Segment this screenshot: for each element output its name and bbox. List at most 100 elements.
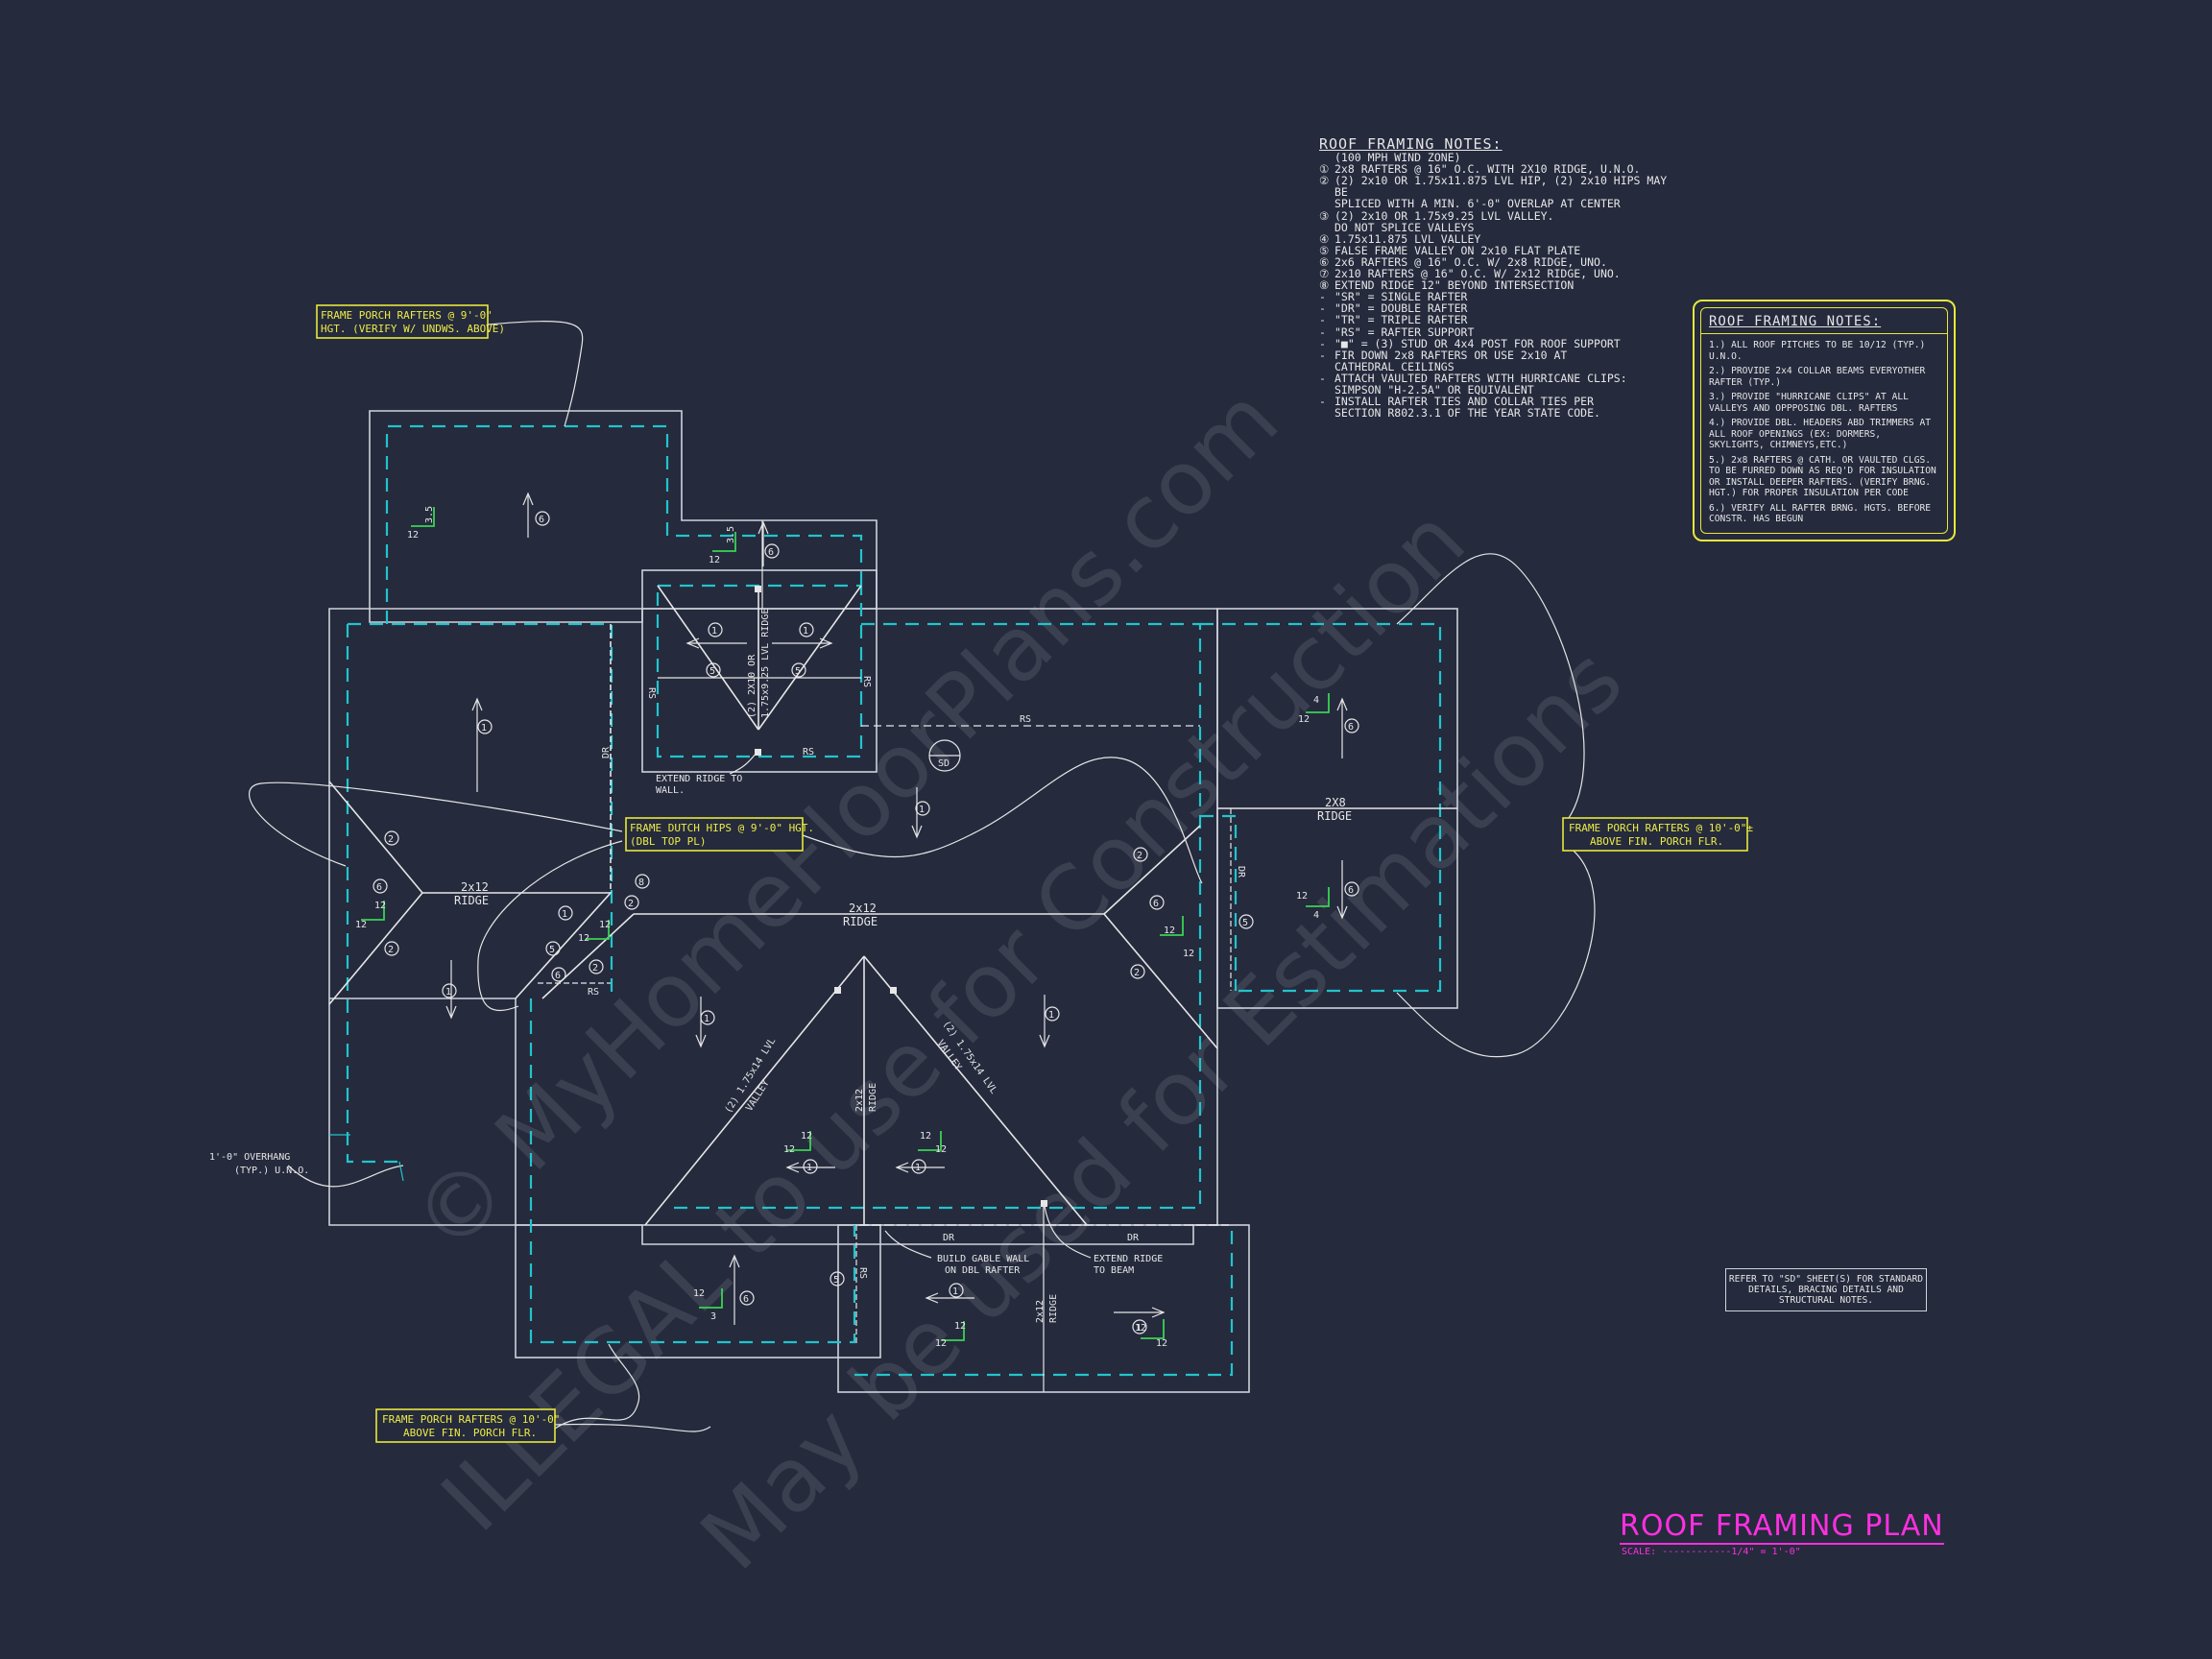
eave-main-left-low — [346, 624, 403, 1164]
svg-text:12: 12 — [935, 1144, 947, 1155]
callout-dutch-hips: FRAME DUTCH HIPS @ 9'-0" HGT. (DBL TOP P… — [625, 817, 814, 852]
mark-1-icon: 1 — [915, 801, 930, 816]
note-mark: - — [1319, 290, 1326, 304]
note-mark: ⑤ — [1319, 243, 1330, 257]
mark-1-icon: 1 — [700, 1010, 715, 1025]
ridge-label-right: RIDGE — [1317, 809, 1352, 823]
roof-lines — [328, 520, 1457, 1392]
wall-rear-porch-left — [369, 410, 878, 623]
svg-text:12: 12 — [374, 901, 386, 911]
note-text: INSTALL RAFTER TIES AND COLLAR TIES PER — [1334, 395, 1595, 409]
svg-text:6: 6 — [1348, 885, 1354, 896]
ridge-front-label-2: RIDGE — [868, 1083, 878, 1112]
eave-main-top — [665, 622, 1202, 1210]
overhang-label: 1'-0" OVERHANG — [209, 1152, 290, 1163]
note-text: 2x8 RAFTERS @ 16" O.C. WITH 2X10 RIDGE, … — [1334, 162, 1641, 177]
arrow-head-icon — [1336, 905, 1348, 920]
svg-text:5: 5 — [549, 945, 555, 955]
hip-left-lower — [328, 892, 423, 1005]
extend-beam-label: EXTEND RIDGE — [1094, 1254, 1163, 1264]
svg-text:6: 6 — [539, 515, 544, 525]
note-text: EXTEND RIDGE 12" BEYOND INTERSECTION — [1334, 278, 1575, 293]
rs-label: RS — [861, 676, 872, 687]
eave-rear-porch — [385, 424, 863, 624]
svg-text:1: 1 — [803, 626, 808, 637]
svg-text:(DBL TOP PL): (DBL TOP PL) — [630, 835, 706, 848]
callouts: FRAME PORCH RAFTERS @ 9'-0" HGT. (VERIFY… — [316, 304, 1753, 1443]
roof-framing-notes: ROOF FRAMING NOTES: (100 MPH WIND ZONE)①… — [1319, 135, 1684, 419]
refer-note: REFER TO "SD" SHEET(S) FOR STANDARD DETA… — [1725, 1268, 1927, 1311]
callout-porch-top: FRAME PORCH RAFTERS @ 9'-0" HGT. (VERIFY… — [316, 304, 505, 339]
eave-main-left — [348, 622, 613, 998]
wall-front-porch-left — [515, 1224, 881, 1358]
svg-text:HGT. (VERIFY W/ UNDWS. ABOVE): HGT. (VERIFY W/ UNDWS. ABOVE) — [321, 323, 505, 335]
leader-porch-bottom — [554, 1343, 640, 1430]
eave-bay — [656, 584, 863, 758]
notes-box-inner: ROOF FRAMING NOTES: 1.) ALL ROOF PITCHES… — [1700, 307, 1948, 534]
note-item: CATHEDRAL CEILINGS — [1319, 361, 1684, 373]
watermark: © MyHomeFloorPlans.com ILLEGAL to use fo… — [394, 369, 1642, 1590]
leader-porch-bottom-2 — [552, 1423, 711, 1432]
note-mark: ⑦ — [1319, 267, 1330, 281]
svg-text:12: 12 — [1135, 1323, 1146, 1334]
gable-wall-label-2: ON DBL RAFTER — [945, 1265, 1021, 1276]
svg-text:5: 5 — [709, 666, 715, 677]
arrow-head-icon — [819, 637, 833, 649]
note-text: "TR" = TRIPLE RAFTER — [1334, 313, 1468, 327]
mark-5-icon: 5 — [791, 662, 806, 678]
svg-text:2: 2 — [1134, 968, 1140, 978]
note-item: -FIR DOWN 2x8 RAFTERS OR USE 2x10 AT — [1319, 349, 1684, 361]
box-note-item: 6.) VERIFY ALL RAFTER BRNG. HGTS. BEFORE… — [1709, 502, 1932, 525]
mark-2-icon: 2 — [1130, 964, 1145, 979]
hip-left-upper — [328, 781, 423, 894]
building-walls — [328, 410, 1458, 1393]
leader-lines — [249, 321, 1596, 1432]
ridge-porch-label-2: RIDGE — [1048, 1294, 1059, 1323]
svg-text:1: 1 — [915, 1163, 921, 1173]
mark-1-icon: 1 — [949, 1283, 964, 1298]
svg-text:1: 1 — [481, 723, 487, 733]
ridge-label-main: RIDGE — [843, 915, 878, 928]
arrow-head-icon — [1336, 697, 1348, 711]
svg-text:1: 1 — [711, 626, 717, 637]
note-item: -"■" = (3) STUD OR 4x4 POST FOR ROOF SUP… — [1319, 337, 1684, 349]
mark-1-icon: 1 — [911, 1159, 926, 1174]
svg-text:12: 12 — [1298, 714, 1310, 725]
notes-title: ROOF FRAMING NOTES: — [1319, 135, 1503, 153]
note-mark: - — [1319, 395, 1326, 409]
valley-right — [863, 955, 1088, 1226]
ridge-porch-label: 2x12 — [1035, 1300, 1046, 1323]
mark-6-icon: 6 — [1149, 895, 1165, 910]
svg-text:8: 8 — [638, 878, 644, 888]
mark-2-icon: 2 — [589, 959, 604, 974]
note-mark: - — [1319, 371, 1326, 385]
note-text: FIR DOWN 2x8 RAFTERS OR USE 2x10 AT — [1334, 348, 1568, 362]
svg-text:4: 4 — [1313, 910, 1319, 921]
roof-framing-notes-box: ROOF FRAMING NOTES: 1.) ALL ROOF PITCHES… — [1693, 300, 1956, 541]
post-icon — [755, 749, 761, 756]
note-mark: - — [1319, 313, 1326, 327]
note-text: FALSE FRAME VALLEY ON 2x10 FLAT PLATE — [1334, 243, 1581, 257]
mark-1-icon: 1 — [1132, 1319, 1147, 1334]
ridge-label-left: RIDGE — [454, 894, 489, 907]
note-mark: - — [1319, 348, 1326, 362]
rs-label: RS — [857, 1267, 868, 1279]
pitch-symbol: 123 — [693, 1288, 723, 1322]
arrow-head-icon — [757, 520, 769, 535]
note-text: CATHEDRAL CEILINGS — [1334, 359, 1455, 373]
sd-marker-icon: SD — [928, 739, 961, 772]
note-mark — [1319, 222, 1334, 233]
callout-porch-right: FRAME PORCH RAFTERS @ 10'-0"± ABOVE FIN.… — [1562, 817, 1753, 852]
mark-6-icon: 6 — [739, 1290, 755, 1306]
box-note-item: 1.) ALL ROOF PITCHES TO BE 10/12 (TYP.) … — [1709, 340, 1926, 362]
extend-ridge-wall-label: EXTEND RIDGE TO — [656, 774, 742, 784]
mark-1-icon: 1 — [799, 622, 814, 637]
overhang-label-2: (TYP.) U.N.O. — [234, 1166, 309, 1176]
mark-6-icon: 6 — [1344, 718, 1359, 733]
eave-right-wing — [1200, 622, 1442, 993]
svg-text:12: 12 — [407, 530, 419, 541]
